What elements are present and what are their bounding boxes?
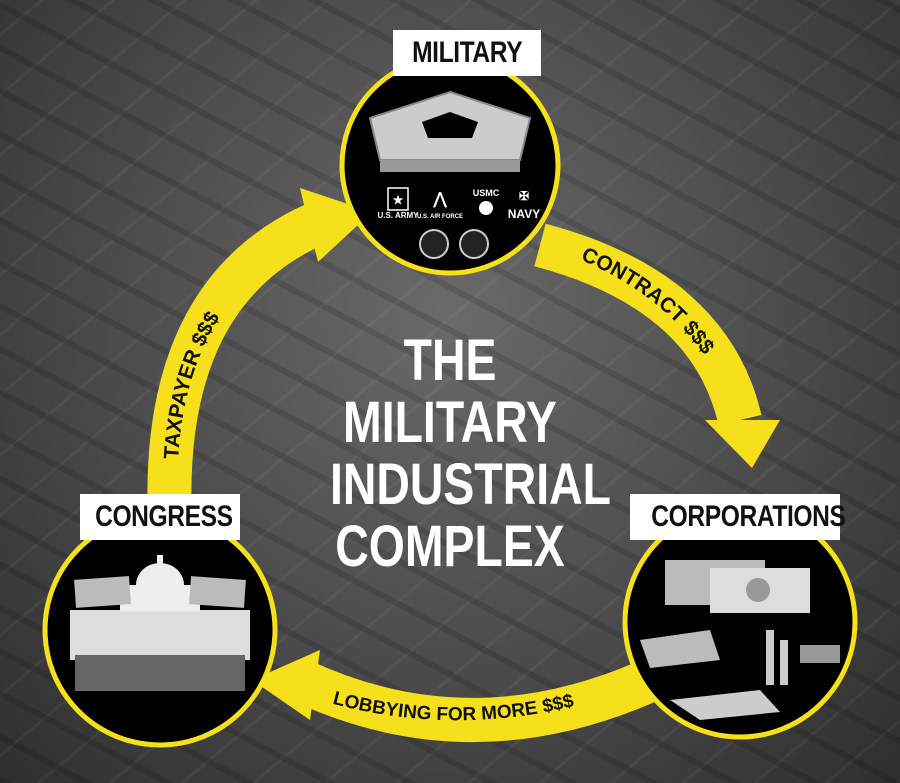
title-line: MILITARY — [343, 390, 557, 455]
missile-icon — [766, 630, 774, 685]
cia-seal-icon — [419, 229, 449, 259]
nsa-seal-icon — [459, 229, 489, 259]
svg-text:★: ★ — [393, 193, 404, 207]
congress-label: CONGRESS — [80, 494, 240, 540]
tank-icon — [640, 630, 720, 668]
usmc-emblem-icon — [479, 201, 493, 215]
military-circle: ★ U.S. ARMY ⋀ U.S. AIR FORCE USMC ✠ NAVY — [339, 54, 561, 276]
contract-arrow — [534, 223, 780, 468]
air-force-logo-icon: ⋀ — [432, 191, 447, 208]
corporations-circle — [622, 504, 858, 740]
corporations-label: CORPORATIONS — [630, 494, 846, 540]
navy-logo-text: NAVY — [508, 207, 540, 221]
title-line: INDUSTRIAL — [330, 452, 611, 517]
military-label: MILITARY — [393, 30, 541, 76]
navy-eagle-icon: ✠ — [519, 189, 529, 203]
people-silhouettes-icon — [75, 655, 245, 691]
usmc-logo-text: USMC — [473, 188, 500, 198]
money-bill-icon — [74, 576, 131, 608]
air-force-logo-text: U.S. AIR FORCE — [417, 214, 463, 220]
diagram-title: THE MILITARY INDUSTRIAL COMPLEX — [300, 328, 611, 579]
title-line: THE — [403, 328, 497, 393]
money-stack-icon — [665, 560, 810, 613]
fighter-jet-icon — [670, 690, 780, 720]
capitol-building-icon — [70, 555, 250, 660]
lobbying-arrow — [252, 650, 659, 742]
army-logo-icon — [387, 187, 409, 211]
title-line: COMPLEX — [335, 514, 565, 579]
money-bill-icon — [189, 576, 246, 608]
congress-circle — [42, 512, 278, 748]
pentagon-icon — [368, 90, 532, 172]
missile-icon — [780, 640, 788, 685]
handgun-icon — [800, 645, 840, 663]
army-logo-text: U.S. ARMY — [377, 211, 419, 220]
